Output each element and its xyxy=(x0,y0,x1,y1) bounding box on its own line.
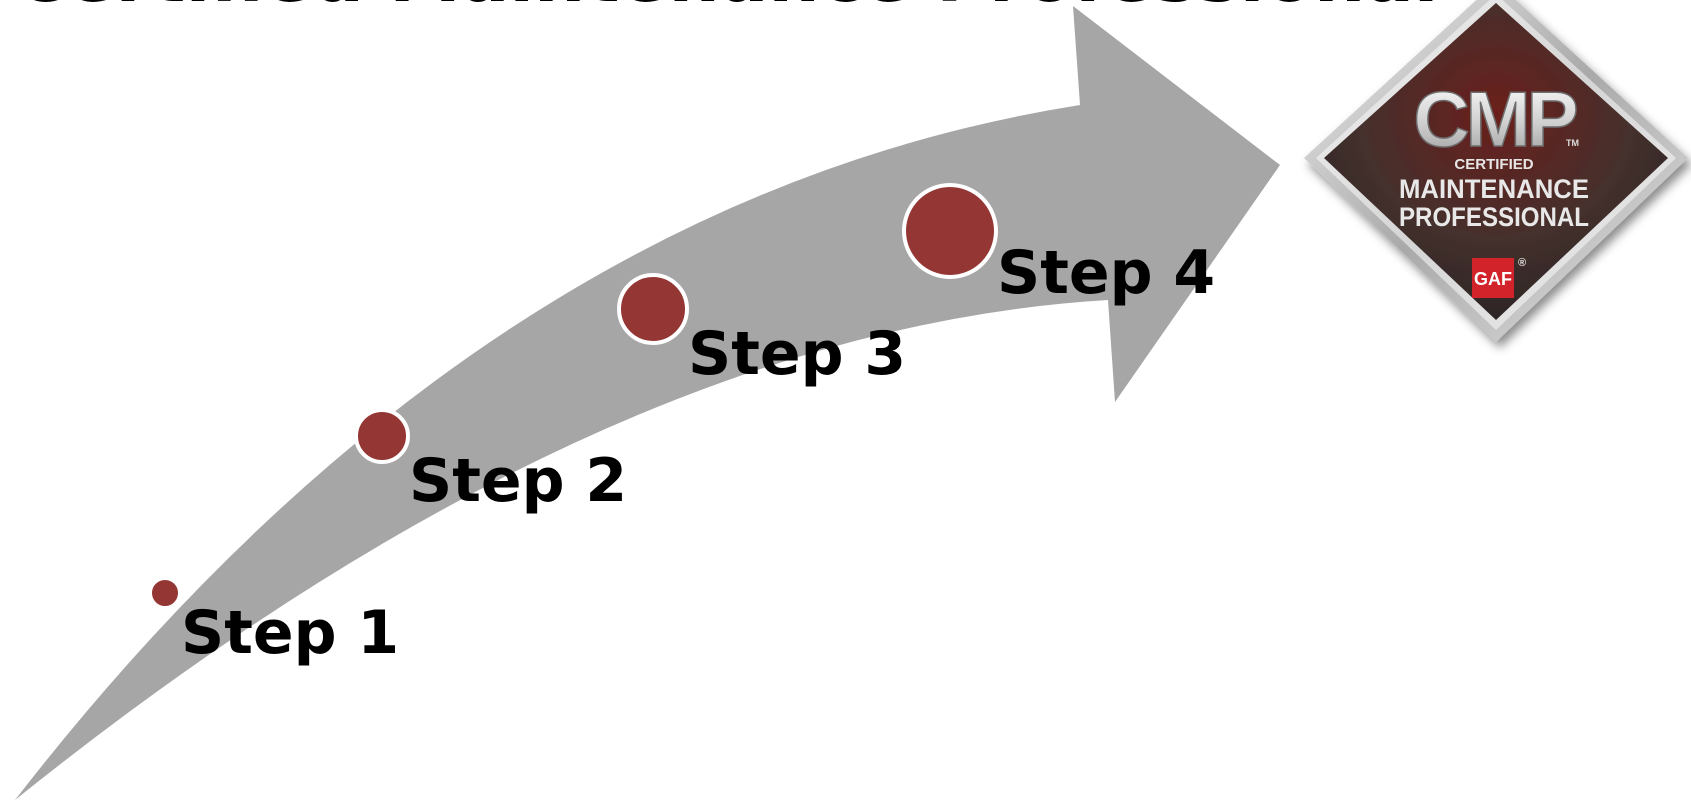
cmp-badge-logo xyxy=(1304,0,1688,342)
step-1-label: Step 1 xyxy=(181,598,399,668)
step-2-label: Step 2 xyxy=(409,446,627,516)
step-1-marker xyxy=(148,576,182,610)
brand-registered-mark: ® xyxy=(1518,257,1526,269)
page-title: Certified Maintenance Professional xyxy=(14,0,1438,12)
step-3-marker xyxy=(617,273,689,345)
badge-certified: CERTIFIED xyxy=(1454,156,1533,173)
step-3: Step 3 xyxy=(617,273,906,389)
step-1: Step 1 xyxy=(148,576,399,668)
step-2-marker xyxy=(354,408,410,464)
badge-trademark: TM xyxy=(1566,138,1579,148)
step-3-label: Step 3 xyxy=(688,319,906,389)
brand-logo-box xyxy=(1472,258,1514,298)
step-4-label: Step 4 xyxy=(997,238,1215,308)
badge-line2: PROFESSIONAL xyxy=(1399,202,1589,232)
badge-acronym: CMP xyxy=(1413,75,1576,163)
step-2: Step 2 xyxy=(354,408,627,516)
brand-logo-text: GAF xyxy=(1474,269,1512,289)
progress-arrow xyxy=(15,6,1280,800)
badge-text: CMP TM CERTIFIED MAINTENANCE PROFESSIONA… xyxy=(1399,74,1589,298)
step-4-marker xyxy=(902,183,998,279)
badge-line1: MAINTENANCE xyxy=(1399,174,1589,204)
step-4: Step 4 xyxy=(902,183,1215,308)
